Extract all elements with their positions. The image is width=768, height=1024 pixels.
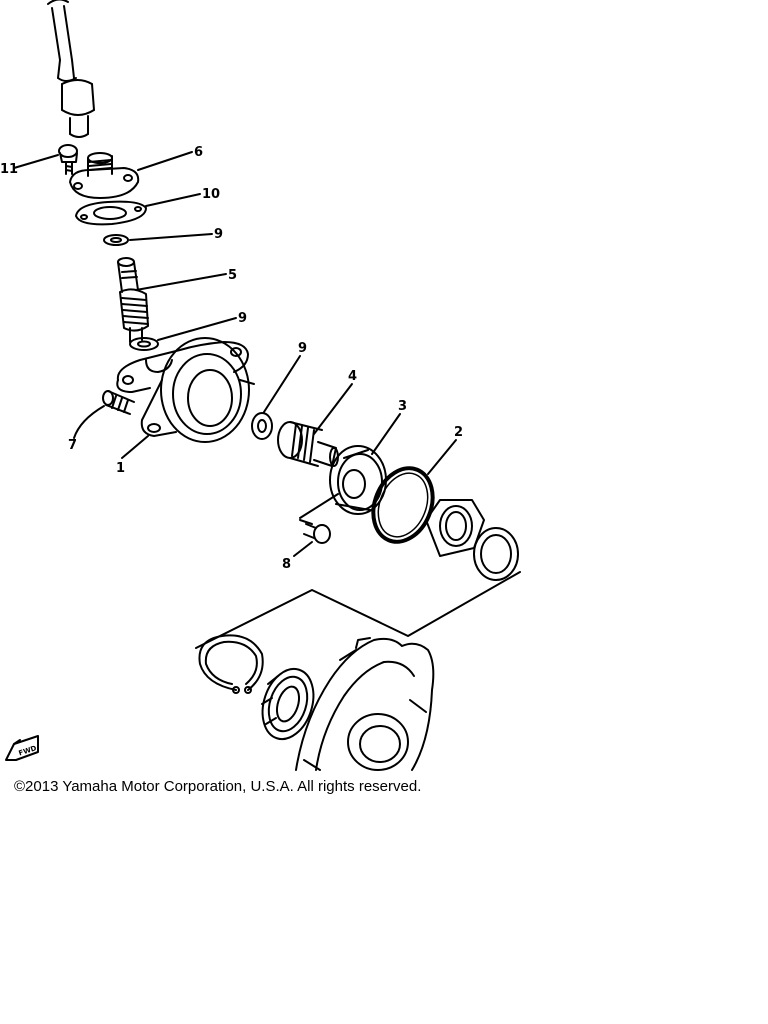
callout-11: 11	[0, 162, 18, 177]
crankcase-cover	[295, 637, 435, 771]
bolt-part-7	[102, 390, 135, 415]
callout-9-right: 9	[298, 341, 307, 356]
leader-line-4	[313, 383, 353, 435]
callout-4: 4	[348, 369, 357, 384]
screw-part-8	[299, 519, 331, 544]
o-ring-part-2	[371, 466, 435, 544]
copyright-notice: ©2013 Yamaha Motor Corporation, U.S.A. A…	[14, 778, 422, 795]
screw-part-11	[58, 144, 78, 175]
callout-8: 8	[282, 557, 291, 572]
leader-line-9-upper	[129, 233, 213, 241]
callout-9-upper: 9	[214, 227, 223, 242]
lock-washer	[473, 527, 519, 581]
exploded-parts-diagram: 11 6 10 9	[0, 0, 521, 771]
drive-gear-part-4	[277, 421, 339, 467]
leader-line-6	[137, 151, 193, 171]
gear-shaft-part-5	[117, 257, 149, 343]
washer-part-9-upper	[103, 234, 129, 246]
washer-part-9-mid	[129, 337, 159, 351]
ball-bearing	[261, 667, 315, 741]
callout-3: 3	[398, 399, 407, 414]
hex-nut	[425, 499, 485, 557]
speedometer-cable	[47, 0, 95, 138]
callout-6: 6	[194, 145, 203, 160]
oil-seal-part-3	[329, 445, 387, 515]
gear-housing-part-1	[116, 337, 255, 443]
forward-direction-icon: FWD	[5, 735, 39, 761]
assembly-bracket-line	[195, 571, 521, 649]
gasket-part-10	[75, 200, 147, 226]
washer-part-9-right	[251, 412, 273, 440]
leader-line-7	[73, 405, 105, 439]
leader-line-1	[121, 435, 149, 459]
callout-1: 1	[116, 461, 125, 476]
callout-2: 2	[454, 425, 463, 440]
callout-7: 7	[68, 438, 77, 453]
callout-9-mid: 9	[238, 311, 247, 326]
callout-10: 10	[202, 187, 220, 202]
circlip	[198, 634, 264, 694]
sleeve-part-6	[69, 152, 140, 199]
leader-line-11	[13, 154, 59, 169]
leader-line-8-b	[299, 493, 339, 519]
leader-line-9-right	[263, 355, 301, 413]
leader-line-8	[293, 541, 313, 557]
callout-5: 5	[228, 268, 237, 283]
leader-line-3	[371, 413, 401, 455]
leader-line-2	[427, 439, 457, 475]
leader-line-9-mid	[157, 317, 237, 341]
leader-line-5	[135, 273, 227, 291]
leader-line-10	[145, 193, 201, 207]
